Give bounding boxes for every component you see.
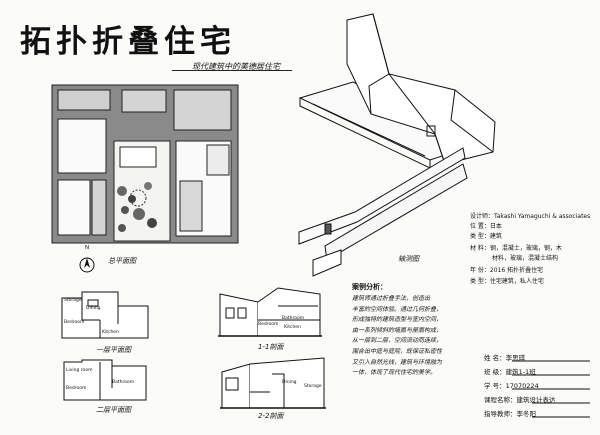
info-row-material-2: 材料，玻璃，混凝土结构	[492, 255, 559, 262]
axonometric-drawing	[298, 13, 496, 277]
section-2-2-drawing	[220, 357, 326, 409]
info-row-designer: 设计师：Takashi Yamaguchi & associates	[470, 213, 591, 220]
caption-floor1: 一层平面图	[96, 346, 131, 354]
caption-axonometric: 轴测图	[398, 255, 419, 263]
fp2-bedroom: Bedroom	[66, 386, 87, 391]
info-row-location: 位 置：日本	[470, 223, 502, 230]
s2-storage: Storage	[304, 384, 322, 389]
sign-row-id: 学 号：17070224	[484, 382, 539, 390]
section-1-1-drawing	[218, 287, 322, 337]
page-title: 拓扑折叠住宅	[20, 24, 236, 60]
s1-kitchen: Kitchen	[284, 325, 301, 330]
fp2-bathroom: Bathroom	[112, 380, 135, 385]
floor-plan-1-drawing	[61, 291, 149, 339]
fp1-dining: Dining	[86, 306, 101, 311]
fp1-bedroom: Bedroom	[64, 320, 85, 325]
sign-row-class: 班 级：建筑1-1班	[484, 368, 536, 376]
sign-row-teacher: 指导教师：李冬阳	[484, 410, 536, 418]
caption-floor2: 二层平面图	[96, 406, 131, 414]
caption-section2: 2-2剖面	[258, 412, 284, 420]
info-row-year: 年 份：2016 拓扑折叠住宅	[470, 267, 544, 274]
caption-site-plan: 总平面图	[108, 257, 136, 265]
sign-row-course: 课程名称：建筑设计表达	[484, 396, 556, 404]
site-plan-drawing	[51, 84, 239, 244]
signature-underlines	[512, 360, 590, 418]
analysis-heading: 案例分析：	[352, 283, 387, 291]
info-row-type: 类 型：建筑	[470, 233, 502, 240]
info-row-material: 材 料：钢，混凝土，玻璃，钢，木	[470, 245, 562, 252]
sign-row-name: 姓 名：李思琪	[484, 354, 526, 362]
fp1-kitchen: Kitchen	[102, 330, 119, 335]
subtitle-rule	[172, 70, 292, 71]
s1-bathroom: Bathroom	[282, 316, 305, 321]
caption-section1: 1-1剖面	[258, 343, 284, 351]
info-row-category: 类 型：住宅建筑，私人住宅	[470, 278, 544, 285]
floor-plan-2-drawing	[63, 359, 147, 401]
page-subtitle: 现代建筑中的美德居住宅	[192, 62, 280, 71]
fp2-living-room: Living room	[66, 368, 93, 373]
analysis-body: 建筑师通过折叠手法，创造出 丰富的空间体验。通过几何折叠， 形成独特的建筑造型与…	[352, 295, 443, 377]
fp1-storage: Storage	[64, 298, 82, 303]
north-arrow-icon	[79, 257, 95, 273]
s1-bedroom: Bedroom	[258, 322, 279, 327]
s2-dining: Dining	[282, 380, 297, 385]
north-label: N	[85, 245, 90, 251]
